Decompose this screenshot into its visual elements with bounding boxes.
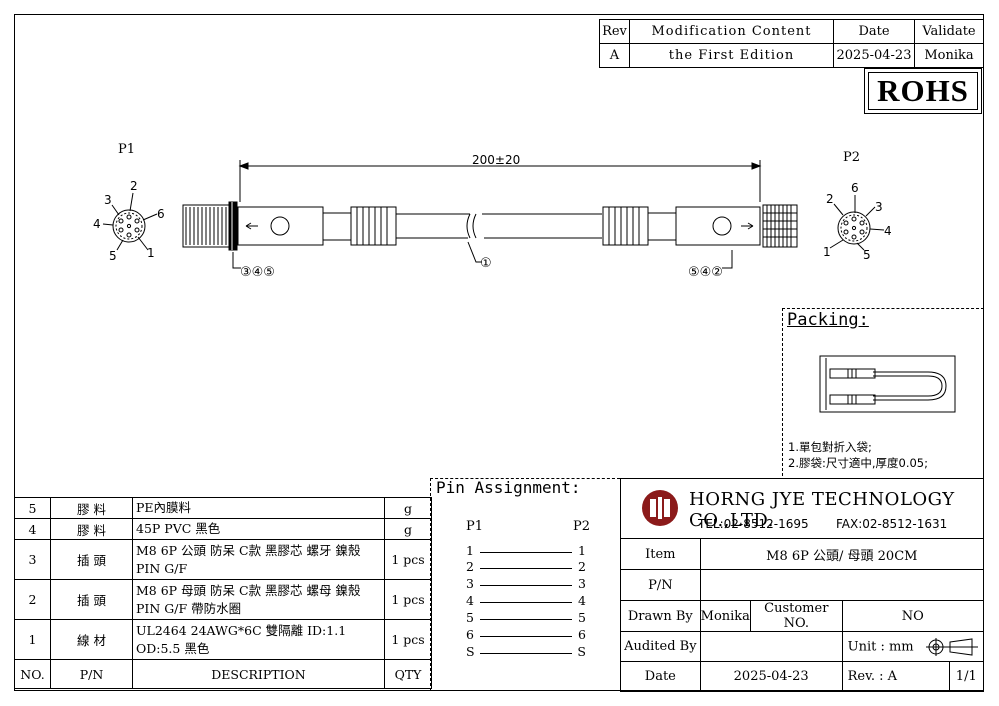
- audited-by-label: Audited By: [620, 631, 701, 662]
- p2-label: P2: [843, 150, 861, 165]
- packing-note: 2.膠袋:尺寸適中,厚度0.05;: [788, 456, 928, 470]
- pin-assignment-title: Pin Assignment:: [436, 478, 581, 497]
- p2-pin: 5: [863, 248, 871, 262]
- date-label: Date: [620, 661, 701, 692]
- customer-no-label: Customer NO.: [749, 600, 843, 632]
- rev-cell: A: [599, 43, 630, 68]
- modification-header: Modification Content: [629, 19, 834, 44]
- pin-left-header: P1: [466, 519, 484, 534]
- validate-cell: Monika: [914, 43, 984, 68]
- length-dimension: 200±20: [472, 153, 521, 167]
- bom-qty: g: [384, 497, 432, 519]
- drawing-frame: [14, 14, 984, 691]
- packing-section: [782, 308, 984, 476]
- drawn-by-label: Drawn By: [620, 600, 701, 632]
- rohs-text: ROHS: [868, 72, 978, 110]
- bom-header-desc: DESCRIPTION: [132, 659, 385, 689]
- callout-left: ③④⑤: [240, 265, 275, 280]
- bom-header-pn: P/N: [50, 659, 133, 689]
- callout-right: ⑤④②: [688, 265, 723, 280]
- title-block: Item M8 6P 公頭/ 母頭 20CM P/N Drawn By Moni…: [620, 538, 985, 692]
- unit-cell: Unit : mm: [841, 631, 985, 662]
- sheet-value: 1/1: [948, 661, 985, 692]
- p2-pin: 2: [826, 192, 834, 206]
- bom-pn: 插 頭: [50, 579, 133, 620]
- pin-right-header: P2: [573, 519, 591, 534]
- bom-desc: M8 6P 母頭 防呆 C款 黑膠芯 螺母 鎳殼 PIN G/F 帶防水圈: [132, 579, 385, 620]
- p1-pin: 3: [104, 193, 112, 207]
- packing-title: Packing:: [787, 310, 869, 330]
- bom-no: 3: [14, 539, 51, 580]
- company-logo: [642, 490, 678, 526]
- pn-value: [699, 569, 985, 601]
- customer-no-value: NO: [841, 600, 985, 632]
- bom-desc: PE內膜料: [132, 497, 385, 519]
- unit-label: Unit : mm: [847, 639, 914, 654]
- p2-pin: 3: [875, 200, 883, 214]
- bom-no: 2: [14, 579, 51, 620]
- packing-note: 1.單包對折入袋;: [788, 440, 872, 454]
- pn-label: P/N: [620, 569, 701, 601]
- bom-qty: 1 pcs: [384, 579, 432, 620]
- bom-desc: 45P PVC 黑色: [132, 518, 385, 540]
- company-header: HORNG JYE TECHNOLOGY CO.,LTD. TEL:02-851…: [620, 478, 984, 538]
- p2-pin: 1: [823, 245, 831, 259]
- p1-pin: 2: [130, 179, 138, 193]
- cable-drawing: [102, 160, 885, 269]
- rev-label: Rev. : A: [841, 661, 950, 692]
- bom-pn: 插 頭: [50, 539, 133, 580]
- p1-pin: 5: [109, 249, 117, 263]
- p2-pin: 6: [851, 181, 859, 195]
- company-tel: TEL:02-8512-1695: [698, 517, 809, 531]
- company-name: HORNG JYE TECHNOLOGY CO.,LTD.: [689, 489, 955, 531]
- date-cell: 2025-04-23: [833, 43, 915, 68]
- date-value: 2025-04-23: [699, 661, 843, 692]
- bom-desc: UL2464 24AWG*6C 雙隔離 ID:1.1 OD:5.5 黑色: [132, 619, 385, 660]
- bom-table: 5 膠 料 PE內膜料 g 4 膠 料 45P PVC 黑色 g 3 插 頭 M…: [14, 497, 432, 689]
- bom-header-qty: QTY: [384, 659, 432, 689]
- bom-qty: 1 pcs: [384, 539, 432, 580]
- p1-pin: 6: [157, 207, 165, 221]
- item-label: Item: [620, 538, 701, 570]
- drawn-by-value: Monika: [699, 600, 751, 632]
- audited-by-value: [699, 631, 843, 662]
- callout-cable: ①: [480, 256, 492, 271]
- bom-qty: g: [384, 518, 432, 540]
- packing-illustration: [819, 355, 956, 413]
- projection-symbol-icon: [925, 637, 978, 656]
- bom-no: 4: [14, 518, 51, 540]
- modification-cell: the First Edition: [629, 43, 834, 68]
- bom-header-no: NO.: [14, 659, 51, 689]
- revision-table: Rev Modification Content Date Validate A…: [599, 19, 984, 68]
- bom-qty: 1 pcs: [384, 619, 432, 660]
- p2-pin: 4: [884, 224, 892, 238]
- bom-pn: 線 材: [50, 619, 133, 660]
- bom-pn: 膠 料: [50, 497, 133, 519]
- bom-pn: 膠 料: [50, 518, 133, 540]
- bom-no: 5: [14, 497, 51, 519]
- bom-no: 1: [14, 619, 51, 660]
- p1-label: P1: [118, 142, 136, 157]
- item-value: M8 6P 公頭/ 母頭 20CM: [699, 538, 985, 570]
- p1-pin: 4: [93, 217, 101, 231]
- company-fax: FAX:02-8512-1631: [836, 517, 948, 531]
- rohs-badge: ROHS: [864, 68, 982, 114]
- p1-pin: 1: [147, 246, 155, 260]
- bom-desc: M8 6P 公頭 防呆 C款 黑膠芯 螺牙 鎳殼 PIN G/F: [132, 539, 385, 580]
